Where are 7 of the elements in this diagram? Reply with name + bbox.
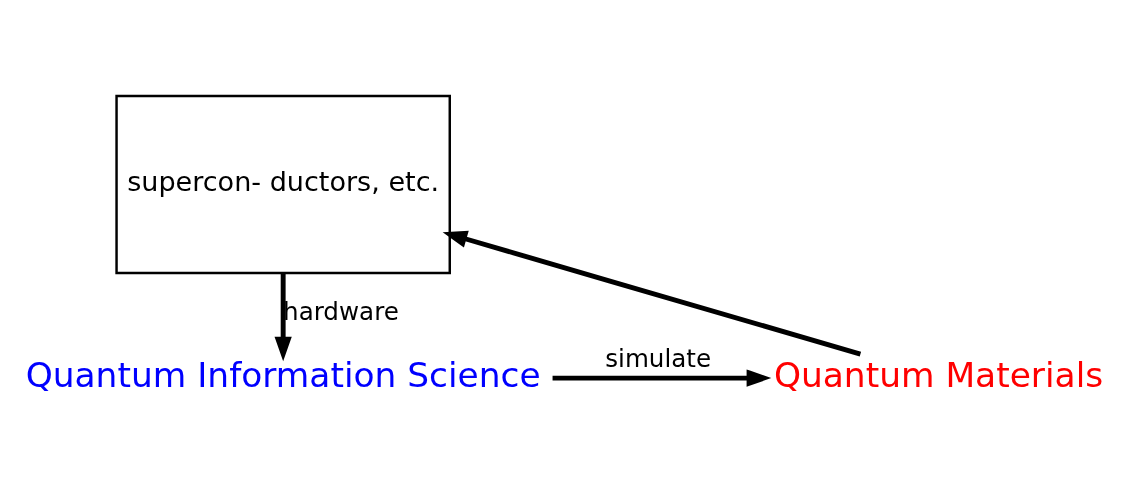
node-box: supercon- ductors, etc. — [115, 94, 451, 274]
arrow — [552, 368, 772, 387]
node-text: Quantum Information Science — [25, 354, 541, 395]
edge-label: simulate — [605, 343, 712, 373]
node-text: Quantum Materials — [773, 354, 1104, 395]
arrow — [274, 272, 292, 361]
arrow — [442, 230, 862, 356]
